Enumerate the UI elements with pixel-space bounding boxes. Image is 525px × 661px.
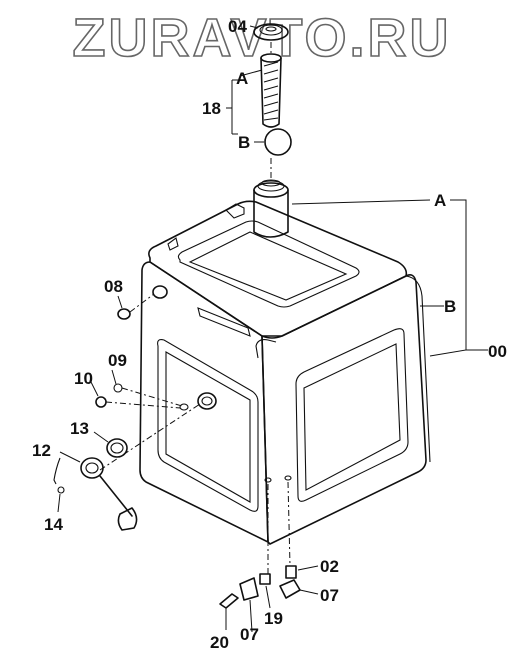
- tank-boss-08: [152, 285, 168, 299]
- label-20: 20: [210, 633, 229, 652]
- part-18-float: [264, 128, 292, 156]
- label-10: 10: [74, 369, 93, 388]
- part-12-level-sender: [53, 457, 138, 531]
- part-13-gasket: [106, 438, 128, 458]
- label-08: 08: [104, 277, 123, 296]
- label-09: 09: [108, 351, 127, 370]
- fuel-tank-body: [139, 200, 431, 545]
- label-19: 19: [264, 609, 283, 628]
- label-00: 00: [488, 342, 507, 361]
- part-09-washer: [113, 383, 123, 393]
- part-07-clamp-right: [279, 579, 301, 599]
- part-08-plug: [117, 308, 131, 320]
- label-B-right: B: [444, 297, 456, 316]
- part-02-cock: [285, 565, 297, 579]
- label-B-top: B: [238, 133, 250, 152]
- label-04: 04: [228, 17, 247, 36]
- label-18: 18: [202, 99, 221, 118]
- part-07-clamp-left: [239, 577, 259, 601]
- breather-tube: [255, 339, 277, 359]
- label-A-top: A: [236, 69, 248, 88]
- part-19-pin: [259, 573, 271, 585]
- part-10-bolt: [95, 396, 107, 408]
- label-13: 13: [70, 419, 89, 438]
- label-07-right: 07: [320, 586, 339, 605]
- bracket-top: [225, 203, 245, 219]
- label-07-left: 07: [240, 625, 259, 644]
- part-18-strainer: [260, 53, 282, 128]
- filler-neck: [253, 179, 289, 238]
- mounting-bar: [197, 307, 251, 337]
- label-14: 14: [44, 515, 63, 534]
- label-02: 02: [320, 557, 339, 576]
- gauge-port: [179, 392, 217, 411]
- bracket-left: [167, 237, 179, 251]
- label-12: 12: [32, 441, 51, 460]
- label-A-right: A: [434, 191, 446, 210]
- part-20-bolt: [219, 593, 239, 609]
- part-04-cap: [253, 23, 289, 41]
- part-14-screw: [57, 486, 65, 494]
